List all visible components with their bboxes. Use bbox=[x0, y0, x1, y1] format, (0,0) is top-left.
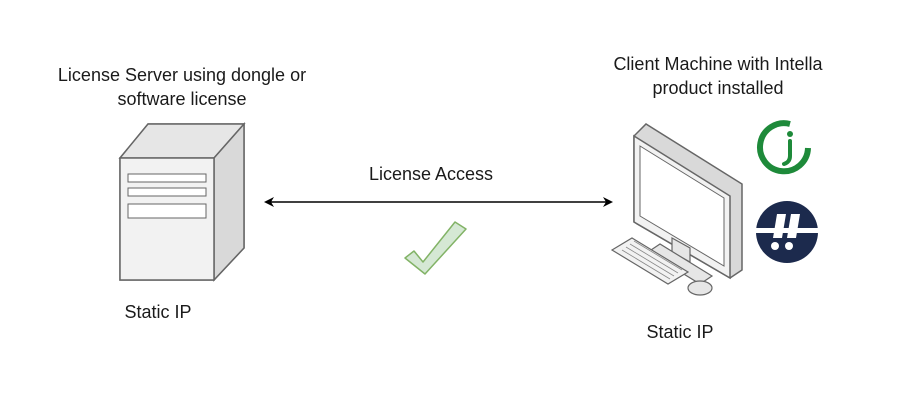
intella-logo-icon bbox=[757, 120, 811, 175]
server-title-line1: License Server using dongle or bbox=[57, 65, 307, 85]
connection-label: License Access bbox=[368, 164, 494, 184]
client-title: Client Machine with Intella product inst… bbox=[578, 52, 858, 100]
intella-connect-logo-icon bbox=[756, 201, 818, 263]
desktop-computer-icon bbox=[610, 123, 743, 296]
server-title: License Server using dongle or software … bbox=[22, 63, 342, 111]
client-ip-label: Static IP bbox=[646, 322, 714, 342]
server-title-line2: software license bbox=[117, 89, 247, 109]
client-title-line2: product installed bbox=[652, 78, 784, 98]
server-ip-label: Static IP bbox=[124, 302, 192, 322]
check-icon bbox=[404, 221, 467, 275]
server-tower-icon bbox=[118, 122, 246, 282]
client-title-line1: Client Machine with Intella bbox=[613, 54, 823, 74]
